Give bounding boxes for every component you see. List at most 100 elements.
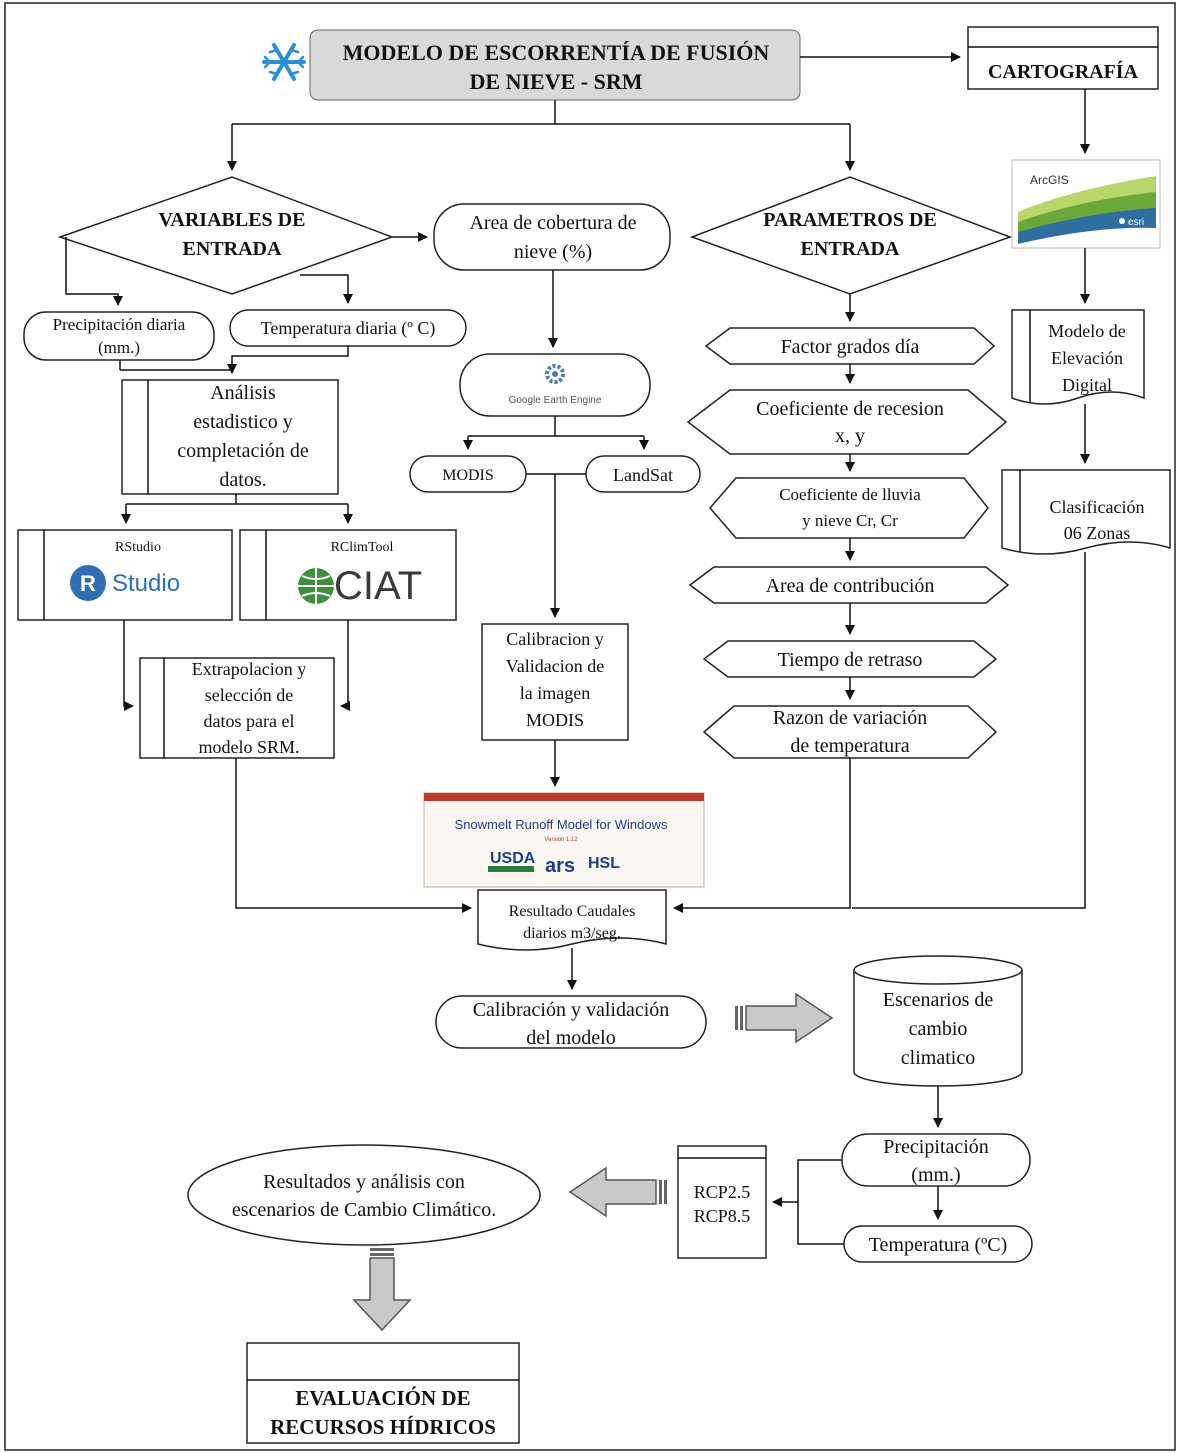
page-border [4,2,1176,1451]
escenarios-node: Escenarios de cambio climatico [853,955,1023,1087]
rstudio-logo-icon [70,565,106,601]
parametros-decision: PARAMETROS DE ENTRADA [689,176,1013,295]
precipitacion-line-1: Precipitación [883,1136,989,1158]
area-cobertura-line-2: nieve (%) [514,241,592,263]
gee-node: Google Earth Engine [459,353,651,417]
srm-window: Snowmelt Runoff Model for Windows Versio… [423,792,705,888]
variables-decision: VARIABLES DE ENTRADA [57,176,395,295]
rcp-line-2: RCP8.5 [694,1206,751,1226]
param-area-node: Area de contribución [688,566,1010,604]
landsat-label: LandSat [613,465,673,485]
param-razon-line-2: de temperatura [790,735,909,757]
resultados-analisis-node: Resultados y análisis con escenarios de … [187,1144,541,1246]
extrapolacion-line-1: Extrapolacion y [192,659,306,679]
title-line-2: DE NIEVE - SRM [470,69,643,94]
evaluacion-node: EVALUACIÓN DE RECURSOS HÍDRICOS [246,1342,520,1444]
rcp-node: RCP2.5 RCP8.5 [677,1145,767,1259]
arcgis-logo: ArcGIS esri [1011,159,1161,249]
param-retraso-node: Tiempo de retraso [702,640,998,678]
gee-gear-icon [545,364,565,384]
analisis-line-2: estadistico y [193,411,292,433]
escenarios-line-3: climatico [901,1047,975,1069]
param-recesion-line-2: x, y [835,425,865,447]
rstudio-logo-r: R [80,571,96,596]
dem-line-3: Digital [1062,375,1112,395]
analisis-node: Análisis estadistico y completación de d… [121,379,339,495]
hsl-logo: HSL [588,855,620,872]
rcp-line-1: RCP2.5 [694,1182,751,1202]
parametros-line-1: PARAMETROS DE [763,209,937,231]
evaluacion-line-1: EVALUACIÓN DE [295,1386,470,1410]
analisis-line-4: datos. [219,469,266,491]
extrapolacion-node: Extrapolacion y selección de datos para … [139,657,335,759]
usda-logo: USDA [488,850,536,872]
dem-node: Modelo de Elevación Digital [1011,309,1145,405]
block-arrow-left-icon [568,1166,667,1218]
temp-diaria-node: Temperatura diaria (º C) [229,309,467,347]
escenarios-line-2: cambio [909,1018,968,1040]
precipitacion-node: Precipitación (mm.) [841,1133,1031,1187]
temp-diaria-label: Temperatura diaria (º C) [261,318,436,339]
ciat-globe-icon [298,568,334,604]
param-recesion-line-1: Coeficiente de recesion [756,398,944,420]
extrapolacion-line-2: selección de [205,685,293,705]
param-lluvia-line-1: Coeficiente de lluvia [779,485,921,504]
param-razon-node: Razon de variación de temperatura [702,705,998,759]
clasificacion-line-2: 06 Zonas [1064,523,1131,543]
param-recesion-node: Coeficiente de recesion x, y [686,389,1008,455]
param-lluvia-node: Coeficiente de lluvia y nieve Cr, Cr [709,477,989,539]
dem-line-1: Modelo de [1048,321,1125,341]
title-line-1: MODELO DE ESCORRENTÍA DE FUSIÓN [343,40,770,65]
calibracion-modelo-line-2: del modelo [526,1027,615,1049]
variables-line-2: ENTRADA [183,238,282,260]
extrapolacion-line-4: modelo SRM. [198,737,299,757]
arcgis-brand: ArcGIS [1030,173,1069,187]
rclimtool-node: RClimTool CIAT [239,529,457,621]
resultado-line-2: diarios m3/seg. [523,925,621,942]
param-retraso-label: Tiempo de retraso [778,649,923,671]
connectors [65,52,1090,1245]
calibracion-imagen-line-3: la imagen [520,683,590,703]
cartografia-label: CARTOGRAFÍA [988,60,1139,83]
rclimtool-label: RClimTool [331,540,394,555]
calibracion-modelo-node: Calibración y validación del modelo [435,995,707,1049]
rstudio-label: RStudio [115,540,161,555]
temperatura-label: Temperatura (ºC) [869,1234,1008,1256]
block-arrow-down-icon [352,1248,412,1332]
calibracion-imagen-node: Calibracion y Validacion de la imagen MO… [481,623,629,741]
param-area-label: Area de contribución [766,575,935,597]
dem-line-2: Elevación [1051,348,1123,368]
rstudio-node: RStudio R Studio [17,529,233,621]
rstudio-logo-text: Studio [112,570,180,597]
title-node: MODELO DE ESCORRENTÍA DE FUSIÓN DE NIEVE… [262,29,801,101]
parametros-line-2: ENTRADA [801,238,900,260]
resultado-node: Resultado Caudales diarios m3/seg. [477,889,667,951]
modis-label: MODIS [442,467,494,484]
resultados-analisis-line-1: Resultados y análisis con [263,1171,465,1193]
srm-title: Snowmelt Runoff Model for Windows [455,817,668,832]
clasificacion-line-1: Clasificación [1050,497,1145,517]
calibracion-imagen-line-1: Calibracion y [506,629,603,649]
area-cobertura-line-1: Area de cobertura de [469,212,636,234]
srm-version: Version 1.12 [544,837,578,843]
srm-titlebar [424,793,704,801]
resultados-analisis-line-2: escenarios de Cambio Climático. [232,1199,496,1221]
block-arrow-right-icon [735,992,834,1044]
gee-label: Google Earth Engine [509,395,602,406]
landsat-node: LandSat [585,455,701,493]
analisis-line-3: completación de [177,440,309,462]
param-factor-label: Factor grados día [781,336,920,358]
precip-diaria-node: Precipitación diaria (mm.) [23,311,215,361]
snowflake-icon [262,43,306,81]
clasificacion-node: Clasificación 06 Zonas [1001,469,1171,555]
cartografia-node: CARTOGRAFÍA [967,26,1159,90]
svg-text:USDA: USDA [490,850,536,867]
evaluacion-line-2: RECURSOS HÍDRICOS [270,1415,496,1439]
precipitacion-line-2: (mm.) [911,1164,960,1186]
extrapolacion-line-3: datos para el [204,711,295,731]
calibracion-imagen-line-2: Validacion de [506,656,604,676]
calibracion-modelo-line-1: Calibración y validación [473,999,670,1021]
param-factor-node: Factor grados día [704,327,996,365]
